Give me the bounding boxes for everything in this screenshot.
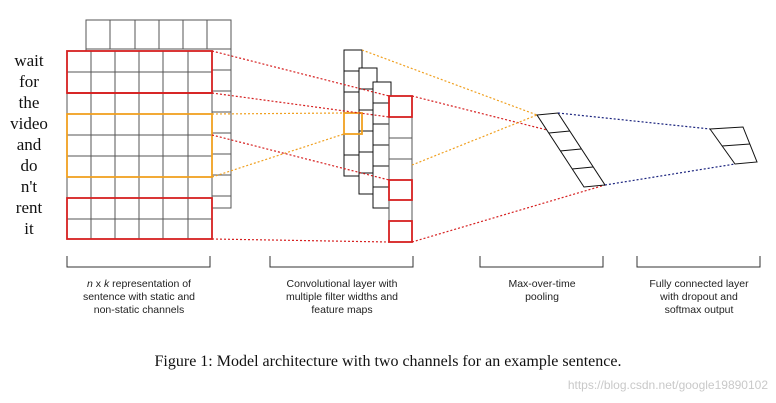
label-pool-line1: Max-over-time bbox=[508, 278, 576, 290]
word-video: video bbox=[10, 114, 48, 133]
label-input-line1: n x k representation of bbox=[87, 278, 191, 290]
figure-caption: Figure 1: Model architecture with two ch… bbox=[154, 353, 622, 370]
label-conv-line2: multiple filter widths and bbox=[285, 291, 399, 303]
input-to-conv-connections bbox=[211, 50, 390, 243]
label-fc-line2: with dropout and bbox=[660, 291, 738, 303]
bracket-fc bbox=[636, 256, 761, 268]
word-and: and bbox=[16, 135, 42, 154]
conv-feature-maps bbox=[343, 49, 413, 243]
label-pool-stage: Max-over-time pooling bbox=[470, 278, 614, 304]
filter-window-orange bbox=[66, 113, 213, 178]
input-matrix-front-channel bbox=[66, 50, 213, 240]
word-nt: n't bbox=[20, 177, 38, 196]
bracket-pool bbox=[479, 256, 604, 268]
label-input-stage: n x k representation of sentence with st… bbox=[55, 278, 223, 317]
word-the: the bbox=[18, 93, 40, 112]
pool-to-fc-connections bbox=[557, 112, 736, 186]
input-filter-windows bbox=[66, 50, 213, 240]
conv-to-pool-connections bbox=[361, 49, 606, 243]
filter-window-red-bottom bbox=[66, 197, 213, 240]
pooled-vector bbox=[536, 112, 606, 188]
fc-output-vector bbox=[709, 126, 758, 165]
label-conv-line1: Convolutional layer with bbox=[286, 278, 398, 290]
label-conv-line3: feature maps bbox=[311, 304, 373, 316]
word-do: do bbox=[20, 156, 38, 175]
word-rent: rent bbox=[15, 198, 43, 217]
label-pool-line2: pooling bbox=[525, 291, 559, 303]
word-wait: wait bbox=[14, 51, 44, 70]
label-input-line3: non-static channels bbox=[93, 304, 185, 316]
stage-brackets bbox=[66, 256, 761, 268]
watermark: https://blog.csdn.net/google19890102 bbox=[567, 378, 768, 392]
label-fc-line1: Fully connected layer bbox=[649, 278, 749, 290]
feature-map-highlights bbox=[343, 95, 413, 243]
label-input-line2: sentence with static and bbox=[82, 291, 196, 303]
bracket-conv bbox=[269, 256, 414, 268]
word-it: it bbox=[24, 219, 34, 238]
word-for: for bbox=[19, 72, 39, 91]
label-fc-line3: softmax output bbox=[664, 304, 734, 316]
label-conv-stage: Convolutional layer with multiple filter… bbox=[258, 278, 426, 317]
bracket-input bbox=[66, 256, 211, 268]
label-fc-stage: Fully connected layer with dropout and s… bbox=[628, 278, 770, 317]
